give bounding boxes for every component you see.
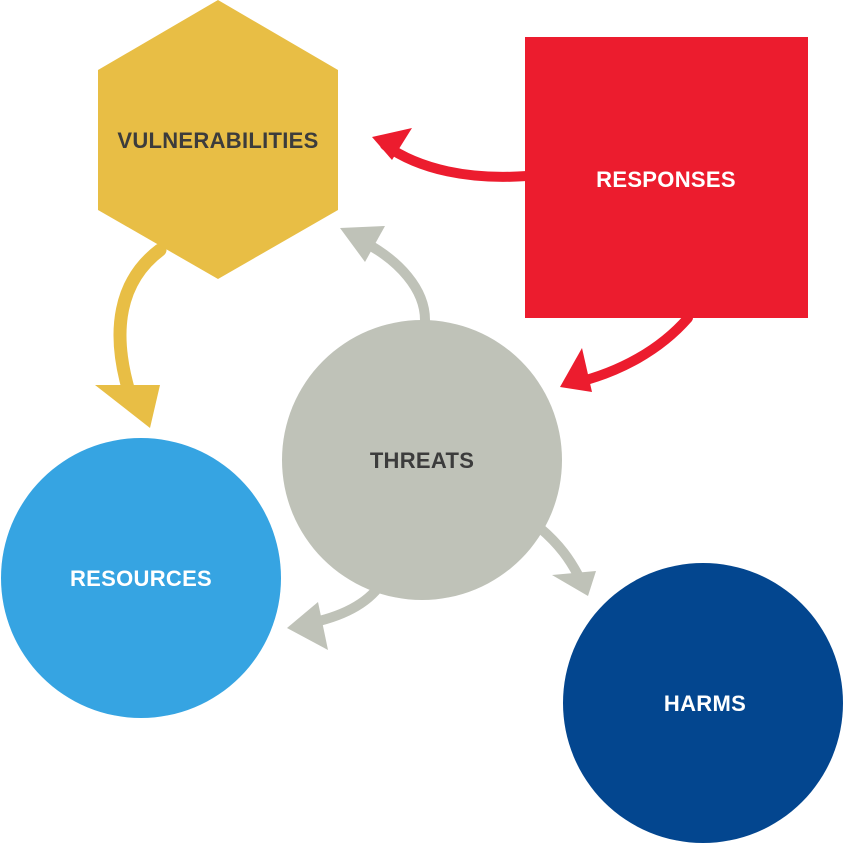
threats-label: THREATS <box>370 448 474 473</box>
node-resources: RESOURCES <box>1 438 281 718</box>
vulnerabilities-label: VULNERABILITIES <box>117 128 318 153</box>
node-vulnerabilities: VULNERABILITIES <box>98 0 338 279</box>
circle-shape <box>563 563 843 843</box>
arrow-threats-to-resources <box>287 583 383 650</box>
node-responses: RESPONSES <box>525 37 808 318</box>
resources-label: RESOURCES <box>70 566 212 591</box>
harms-label: HARMS <box>664 691 746 716</box>
square-shape <box>525 37 808 318</box>
arrow-threats-to-vulnerabilities <box>340 226 430 325</box>
responses-label: RESPONSES <box>596 167 736 192</box>
circle-shape <box>282 320 562 600</box>
arrow-vulnerabilities-to-resources <box>95 243 167 428</box>
arrow-responses-to-threats <box>560 313 693 392</box>
arrow-responses-to-vulnerabilities <box>372 128 532 182</box>
arrow-threats-to-harms <box>535 523 596 596</box>
node-harms: HARMS <box>563 563 843 843</box>
hexagon-shape <box>98 0 338 279</box>
node-threats: THREATS <box>282 320 562 600</box>
circle-shape <box>1 438 281 718</box>
